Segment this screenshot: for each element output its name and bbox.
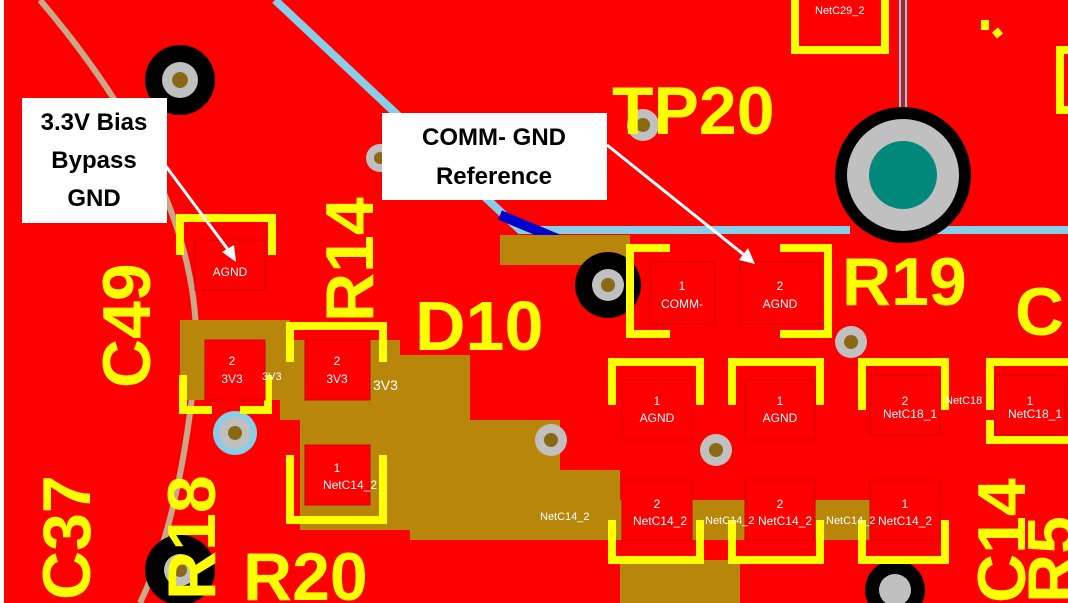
net-label-3v3-a: 3V3 <box>262 371 282 383</box>
refdes-c37: C37 <box>29 475 105 600</box>
keepout-diagonal <box>272 0 850 234</box>
net-label-netc14-mid2: NetC14_2 <box>826 515 876 527</box>
callout-bias-line2: Bypass <box>51 147 136 174</box>
pad-c18-1-net: NetC18_1 <box>1008 407 1062 421</box>
pad-bot-3-net: NetC14_2 <box>878 514 932 528</box>
left-border <box>0 0 4 603</box>
pad-c49-2-net: 3V3 <box>221 372 243 386</box>
refdes-c49: C49 <box>89 263 165 388</box>
pad-c18-2-net: NetC18_1 <box>883 407 937 421</box>
pad-c49-2-num: 2 <box>229 354 236 368</box>
refdes-r19: R19 <box>842 244 967 320</box>
pad-c18-1-num: 1 <box>1027 394 1034 408</box>
callout-comm-arrowhead <box>739 248 755 264</box>
trace-lower-block <box>620 560 740 603</box>
pad-c18-2-num: 2 <box>902 394 909 408</box>
refdes-r20: R20 <box>243 539 368 603</box>
pad-bot-1-num: 2 <box>654 497 661 511</box>
pad-mid-agnd-1-net: AGND <box>640 411 675 425</box>
pad-mid-agnd-1-num: 1 <box>654 394 661 408</box>
callout-bias-arrow <box>163 164 234 256</box>
pad-bot-2-net: NetC14_2 <box>758 514 812 528</box>
pad-agnd-top-net: AGND <box>213 265 248 279</box>
refdes-r18: R18 <box>154 475 230 600</box>
callout-bias-line3: GND <box>67 185 120 212</box>
pad-mid-agnd-2-net: AGND <box>763 411 798 425</box>
net-label-3v3-b: 3V3 <box>373 377 398 393</box>
pad-bot-1-net: NetC14_2 <box>633 514 687 528</box>
callout-bias-arrowhead <box>222 245 236 262</box>
callout-comm-line1: COMM- GND <box>422 124 566 151</box>
mounting-hole-drill <box>869 141 937 209</box>
refdes-c14: C14 <box>964 478 1040 603</box>
pad-d10-1-num: 1 <box>679 279 686 293</box>
refdes-r5: R5 <box>1014 516 1068 603</box>
net-label-netc14-trace: NetC14_2 <box>540 511 590 523</box>
net-label-netc18-mid: NetC18 <box>945 395 982 407</box>
vias <box>145 45 925 603</box>
pad-mid-agnd-2-num: 1 <box>777 394 784 408</box>
net-label-netc29: NetC29_2 <box>815 5 865 17</box>
pad-d10-1-net: COMM- <box>661 297 703 311</box>
callout-comm-line2: Reference <box>436 163 552 190</box>
refdes-r14: R14 <box>312 197 388 322</box>
refdes-c-right: C <box>1015 274 1064 350</box>
pad-r14-2-net: 3V3 <box>326 372 348 386</box>
pad-d10-2-net: AGND <box>763 297 798 311</box>
net-label-netc14-mid1: NetC14_2 <box>705 515 755 527</box>
refdes-tp20: TP20 <box>612 73 775 149</box>
callout-bias-line1: 3.3V Bias <box>41 109 148 136</box>
callout-comm-gnd: COMM- GND Reference <box>382 113 607 200</box>
pads <box>194 239 1066 541</box>
pad-r14-2-num: 2 <box>334 354 341 368</box>
pad-bot-2-num: 2 <box>777 497 784 511</box>
callout-bias-bypass: 3.3V Bias Bypass GND <box>22 98 167 223</box>
pad-r14-1-net: NetC14_2 <box>323 478 377 492</box>
pad-bot-3-num: 1 <box>902 497 909 511</box>
callout-comm-arrow <box>606 143 749 260</box>
pad-r14-1-num: 1 <box>334 461 341 475</box>
silkscreen-outlines <box>176 0 1068 564</box>
pad-d10-2-num: 2 <box>777 279 784 293</box>
refdes-d10: D10 <box>415 287 543 365</box>
